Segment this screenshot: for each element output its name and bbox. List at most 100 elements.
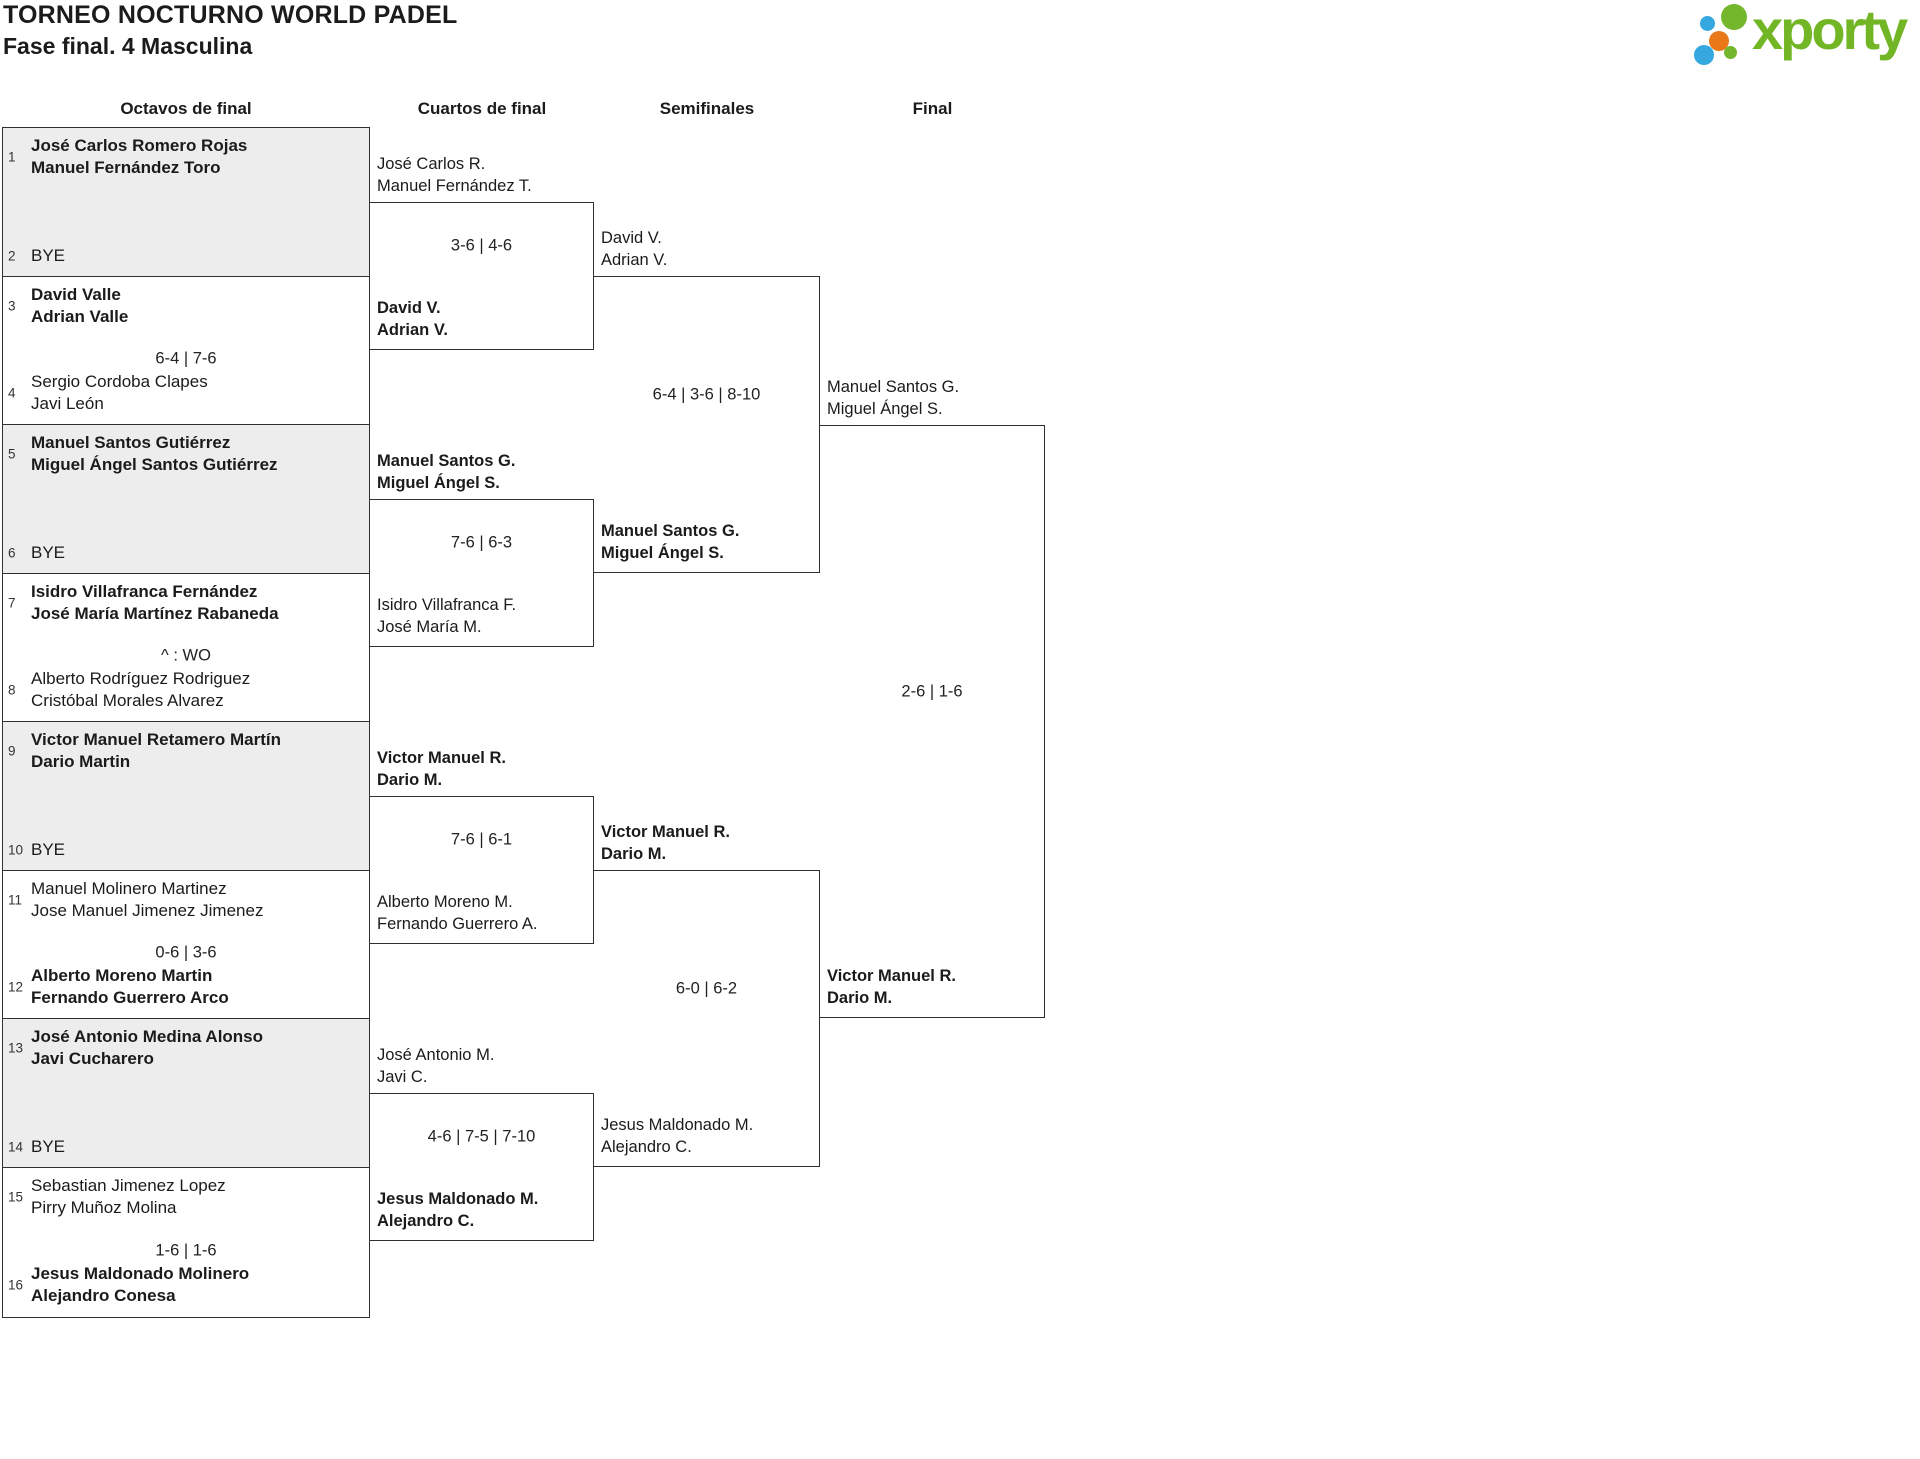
player-name: Dario M. [601,845,667,863]
xporty-logo: xporty [1690,0,1920,78]
team-slot: 5 Manuel Santos Gutiérrez Miguel Ángel S… [8,432,363,476]
player-name: David Valle [31,285,121,304]
team-slot: 9 Victor Manuel Retamero Martín Dario Ma… [8,729,363,773]
player-name: Victor Manuel Retamero Martín [31,730,282,749]
player-name: Jose Manuel Jimenez Jimenez [31,901,264,920]
team-label: Jesus Maldonado M. Alejandro C. [601,1114,753,1158]
match-score: 7-6 | 6-3 [450,533,513,552]
match-score: 4-6 | 7-5 | 7-10 [427,1127,536,1146]
seed-number: 12 [8,979,24,995]
player-name: Manuel Santos Gutiérrez [31,433,231,452]
seed-number: 9 [8,743,16,759]
player-name: Miguel Ángel S. [601,544,724,562]
player-name: Alejandro C. [601,1138,692,1156]
player-name: Isidro Villafranca F. [377,596,517,614]
match-score: 6-4 | 7-6 [155,349,217,368]
player-name: BYE [31,246,66,265]
team-slot: 2 BYE [8,245,363,267]
team-slot: 4 Sergio Cordoba Clapes Javi León [8,371,363,415]
seed-number: 16 [8,1277,24,1293]
match-box-octavos-5: 9 Victor Manuel Retamero Martín Dario Ma… [2,721,370,872]
player-name: BYE [31,1137,66,1156]
logo-dot-icon [1724,46,1737,59]
match-score: 7-6 | 6-1 [450,830,513,849]
team-label: Victor Manuel R. Dario M. [377,747,506,791]
player-name: Adrian V. [601,251,668,269]
player-name: Isidro Villafranca Fernández [31,582,258,601]
player-name: Miguel Ángel S. [827,400,943,418]
match-box-octavos-1: 1 José Carlos Romero Rojas Manuel Fernán… [2,127,370,278]
page-subtitle: Fase final. 4 Masculina [3,33,253,59]
player-name: José María Martínez Rabaneda [31,604,279,623]
player-name: Dario Martin [31,752,131,771]
player-name: José Carlos Romero Rojas [31,136,248,155]
match-box-semifinal-1: David V. Adrian V. 6-4 | 3-6 | 8-10 Manu… [594,229,820,573]
round-header-cuartos: Cuartos de final [417,99,547,118]
player-name: Manuel Fernández T. [377,177,532,195]
match-box-semifinal-2: Victor Manuel R. Dario M. 6-0 | 6-2 Jesu… [594,823,820,1167]
seed-number: 7 [8,595,16,611]
seed-number: 11 [8,892,23,908]
player-name: Victor Manuel R. [827,967,956,985]
player-name: BYE [31,840,66,859]
match-score: ^ : WO [161,646,211,665]
player-name: Sergio Cordoba Clapes [31,372,208,391]
player-name: José María M. [377,618,482,636]
player-name: BYE [31,543,66,562]
player-name: Javi Cucharero [31,1049,154,1068]
match-box-octavos-2: 3 David Valle Adrian Valle 6-4 | 7-6 4 S… [2,276,370,426]
page-title: TORNEO NOCTURNO WORLD PADEL [3,1,458,29]
team-label: Manuel Santos G. Miguel Ángel S. [377,450,515,494]
player-name: Pirry Muñoz Molina [31,1198,177,1217]
seed-number: 2 [8,248,16,264]
round-header-final: Final [912,99,953,118]
team-slot: 3 David Valle Adrian Valle [8,284,363,328]
seed-number: 14 [8,1139,24,1155]
player-name: Adrian V. [377,321,448,339]
team-label: Manuel Santos G. Miguel Ángel S. [827,376,959,420]
team-label: José Antonio M. Javi C. [377,1044,494,1088]
player-name: David V. [377,299,441,317]
player-name: José Antonio Medina Alonso [31,1027,264,1046]
player-name: Dario M. [827,989,893,1007]
logo-dot-icon [1721,4,1747,30]
player-name: Alberto Moreno Martin [31,966,213,985]
player-name: José Antonio M. [377,1046,495,1064]
team-slot: 10 BYE [8,839,363,861]
player-name: Alberto Moreno M. [377,893,513,911]
logo-dot-icon [1709,31,1729,51]
seed-number: 13 [8,1040,24,1056]
seed-number: 15 [8,1189,24,1205]
match-box-octavos-6: 11 Manuel Molinero Martinez Jose Manuel … [2,870,370,1020]
player-name: Jesus Maldonado M. [377,1190,539,1208]
team-slot: 11 Manuel Molinero Martinez Jose Manuel … [8,878,363,922]
team-label: David V. Adrian V. [377,297,448,341]
seed-number: 1 [8,149,16,165]
player-name: Fernando Guerrero A. [377,915,538,933]
match-score: 6-4 | 3-6 | 8-10 [652,385,761,403]
match-box-cuartos-3: Victor Manuel R. Dario M. 7-6 | 6-1 Albe… [370,749,594,944]
match-box-cuartos-1: José Carlos R. Manuel Fernández T. 3-6 |… [370,155,594,350]
player-name: Victor Manuel R. [377,749,506,767]
player-name: Jesus Maldonado M. [601,1116,754,1134]
seed-number: 6 [8,545,16,561]
team-label: David V. Adrian V. [601,227,667,271]
player-name: Fernando Guerrero Arco [31,988,229,1007]
seed-number: 4 [8,385,16,401]
seed-number: 10 [8,842,24,858]
logo-dot-icon [1694,45,1714,65]
match-box-octavos-4: 7 Isidro Villafranca Fernández José Marí… [2,573,370,723]
team-slot: 13 José Antonio Medina Alonso Javi Cucha… [8,1026,363,1070]
player-name: Jesus Maldonado Molinero [31,1264,250,1283]
team-label: Alberto Moreno M. Fernando Guerrero A. [377,891,538,935]
match-score: 6-0 | 6-2 [675,979,738,997]
match-box-octavos-3: 5 Manuel Santos Gutiérrez Miguel Ángel S… [2,424,370,575]
player-name: Alejandro Conesa [31,1286,176,1305]
player-name: Victor Manuel R. [601,823,730,841]
player-name: Javi León [31,394,104,413]
team-label: Jesus Maldonado M. Alejandro C. [377,1188,538,1232]
player-name: Alejandro C. [377,1212,475,1230]
match-box-cuartos-2: Manuel Santos G. Miguel Ángel S. 7-6 | 6… [370,452,594,647]
match-score: 2-6 | 1-6 [901,682,963,700]
team-slot: 1 José Carlos Romero Rojas Manuel Fernán… [8,135,363,179]
